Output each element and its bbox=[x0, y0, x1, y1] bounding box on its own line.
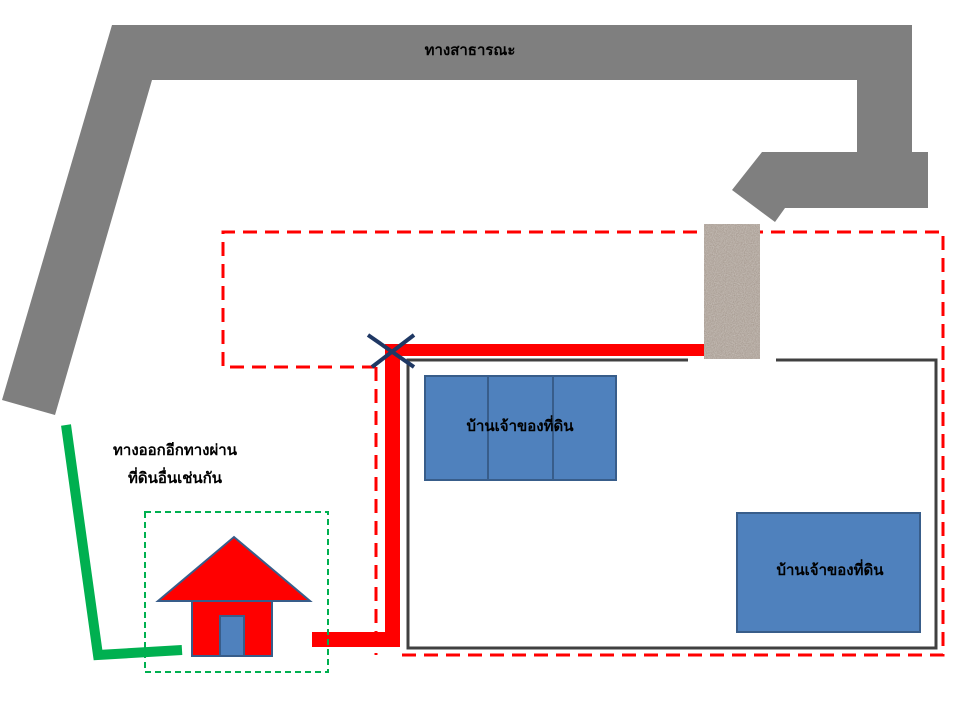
green-path bbox=[61, 424, 183, 661]
red-path bbox=[312, 344, 704, 647]
owner-house-2-label: บ้านเจ้าของที่ดิน bbox=[776, 561, 884, 579]
gravel-texture bbox=[704, 224, 760, 359]
small-house-icon bbox=[155, 535, 313, 657]
public-road-label: ทางสาธารณะ bbox=[424, 41, 516, 59]
public-road bbox=[2, 25, 928, 415]
blocked-cross-icon bbox=[366, 333, 416, 369]
neighbor-land-dashed bbox=[144, 511, 329, 673]
owner-house-2 bbox=[736, 512, 921, 633]
other-exit-label-line1: ทางออกอีกทางผ่าน bbox=[113, 441, 237, 459]
land-boundary-dashed bbox=[221, 230, 945, 657]
owner-house-1 bbox=[424, 375, 617, 481]
owner-house-1-label: บ้านเจ้าของที่ดิน bbox=[466, 417, 574, 435]
other-exit-label-line2: ที่ดินอื่นเช่นกัน bbox=[127, 469, 223, 487]
owner-land-outline bbox=[406, 358, 938, 650]
